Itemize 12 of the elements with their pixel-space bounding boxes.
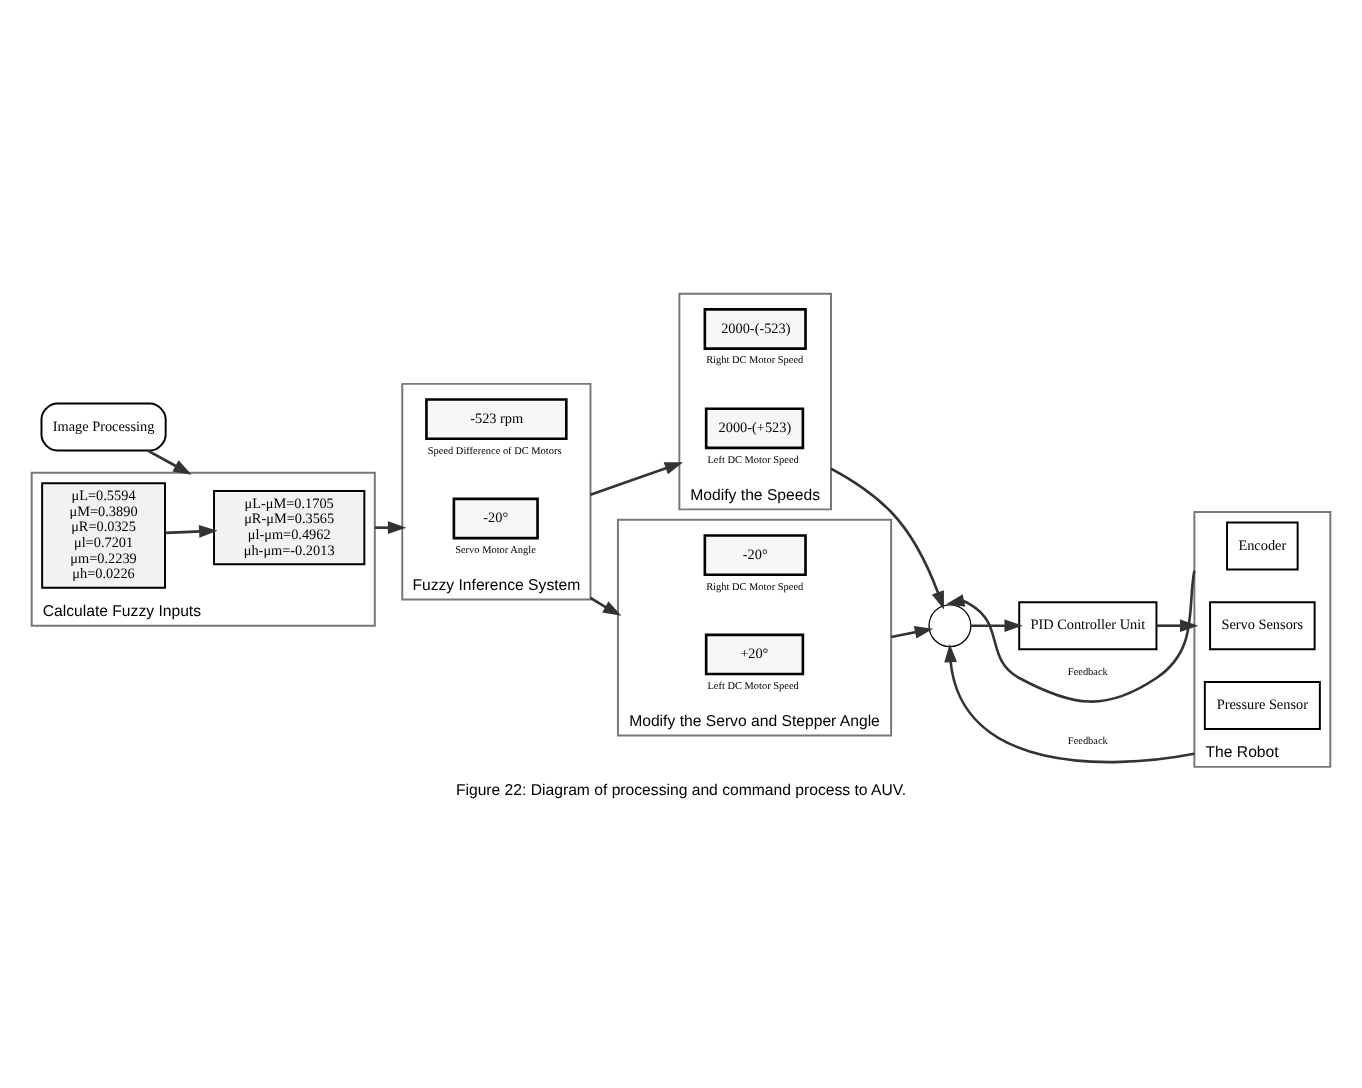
arrow bbox=[589, 596, 622, 616]
arrow bbox=[147, 449, 192, 475]
arrow bbox=[946, 570, 1196, 703]
arrow bbox=[1156, 619, 1199, 633]
arrow bbox=[165, 525, 218, 538]
arrow bbox=[944, 643, 1195, 764]
arrow bbox=[971, 619, 1023, 633]
arrow bbox=[830, 467, 944, 610]
node-circle bbox=[928, 604, 972, 648]
arrow bbox=[374, 521, 407, 535]
arrow bbox=[890, 626, 934, 639]
arrow bbox=[590, 462, 684, 496]
